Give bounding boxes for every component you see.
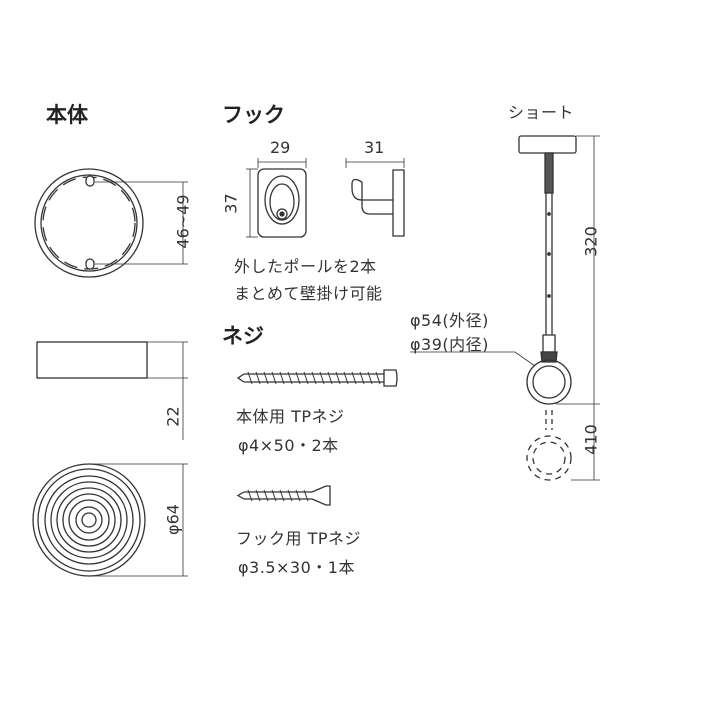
hook-width-front-dim: 29	[270, 138, 291, 157]
hook-width-side-dim: 31	[364, 138, 385, 157]
pole-length-dim: 320	[581, 226, 601, 257]
body-screw-name: 本体用 TPネジ	[236, 407, 345, 426]
body-screw-drawing	[236, 369, 398, 387]
ring-outer-diameter: φ54(外径)	[410, 311, 489, 330]
ring-inner-diameter: φ39(内径)	[410, 335, 489, 354]
ring-drop-dim: 410	[581, 424, 601, 455]
hook-note-line1: 外したポールを2本	[234, 257, 377, 276]
hook-screw-spec: φ3.5×30・1本	[238, 558, 355, 577]
body-diameter-dim: φ64	[163, 504, 183, 535]
short-heading: ショート	[508, 103, 575, 122]
hook-side-view	[345, 158, 405, 237]
hook-height-dim: 37	[221, 193, 241, 214]
body-screw-spec: φ4×50・2本	[238, 436, 339, 455]
body-top-view	[34, 168, 188, 278]
body-height-dim: 22	[163, 406, 183, 427]
body-side-view	[36, 341, 188, 440]
body-bottom-view	[32, 463, 188, 577]
short-pole-drawing	[410, 135, 600, 481]
hook-screw-name: フック用 TPネジ	[236, 529, 362, 548]
hook-note-line2: まとめて壁掛け可能	[234, 284, 383, 303]
hook-heading: フック	[222, 103, 285, 127]
screw-heading: ネジ	[222, 324, 264, 348]
body-hole-span-dim: 46~49	[173, 194, 193, 249]
body-heading: 本体	[46, 103, 88, 127]
hook-front-view	[246, 158, 307, 238]
hook-screw-drawing	[236, 485, 331, 506]
